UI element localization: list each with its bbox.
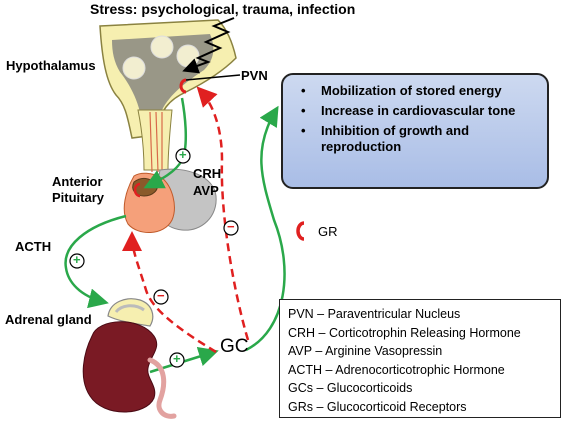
effect-item: Increase in cardiovascular tone (297, 103, 537, 119)
adrenal-gland-cortex (114, 304, 145, 314)
legend-entry: CRH – Corticotrophin Releasing Hormone (288, 325, 521, 340)
pituitary-minus-badge (153, 289, 169, 305)
avp-label: AVP (193, 183, 219, 198)
kidney-shape (82, 321, 158, 413)
hypothalamus-minus-sign: − (227, 219, 235, 234)
gc-feedback-pituitary-arrow (122, 231, 217, 354)
acth-stimulation-arrow (64, 214, 127, 309)
gr-legend-icon (296, 221, 305, 241)
adrenal-gland-label: Adrenal gland (5, 312, 92, 327)
neuron-body-left (122, 56, 146, 80)
anterior-pituitary-label-line2: Pituitary (52, 190, 105, 205)
neuron-body-right (176, 44, 200, 68)
gc-feedback-hypothalamus-arrow (196, 86, 250, 341)
effects-list: Mobilization of stored energy Increase i… (297, 83, 537, 155)
pvn-label: PVN (241, 68, 268, 83)
acth-plus-sign: + (73, 252, 81, 267)
legend-entry: PVN – Paraventricular Nucleus (288, 307, 461, 321)
crh-plus-sign: + (179, 147, 187, 162)
anterior-pituitary-label-line1: Anterior (52, 174, 103, 189)
legend-entry: AVP – Arginine Vasopressin (288, 344, 443, 358)
gc-effects-arrow (245, 105, 286, 352)
legend-entry: GCs – Glucocorticoids (288, 381, 413, 395)
gr-label: GR (318, 224, 338, 239)
gc-label: GC (220, 336, 249, 357)
acth-label: ACTH (15, 239, 52, 254)
pituitary-receptor-icon (133, 182, 141, 198)
legend-entry: ACTH – Adrenocorticotrophic Hormone (288, 362, 505, 377)
gc-plus-sign: + (173, 351, 181, 366)
pvn-receptor-icon (179, 78, 187, 94)
gc-plus-badge (169, 352, 185, 368)
hypothalamus-minus-badge (223, 220, 239, 236)
effect-item: Inhibition of growth and reproduction (297, 123, 537, 155)
ureter (147, 357, 177, 419)
pituitary-stalk (137, 109, 173, 171)
legend-entry: GRs – Glucocorticoid Receptors (288, 399, 467, 414)
abbreviation-legend: PVN – Paraventricular Nucleus CRH – Cort… (279, 299, 561, 418)
stress-label: Stress: psychological, trauma, infection (90, 1, 356, 17)
pituitary-minus-sign: − (157, 288, 165, 303)
acth-plus-badge (69, 253, 85, 269)
hypothalamus-label: Hypothalamus (6, 58, 96, 73)
pvn-pointer (185, 74, 241, 81)
neuron-body-top (150, 35, 174, 59)
stress-arrow (182, 17, 235, 74)
effect-item: Mobilization of stored energy (297, 83, 537, 99)
crh-plus-badge (175, 148, 191, 164)
effects-box: Mobilization of stored energy Increase i… (281, 73, 549, 189)
crh-label: CRH (193, 166, 222, 181)
axon-fibers (149, 111, 163, 173)
